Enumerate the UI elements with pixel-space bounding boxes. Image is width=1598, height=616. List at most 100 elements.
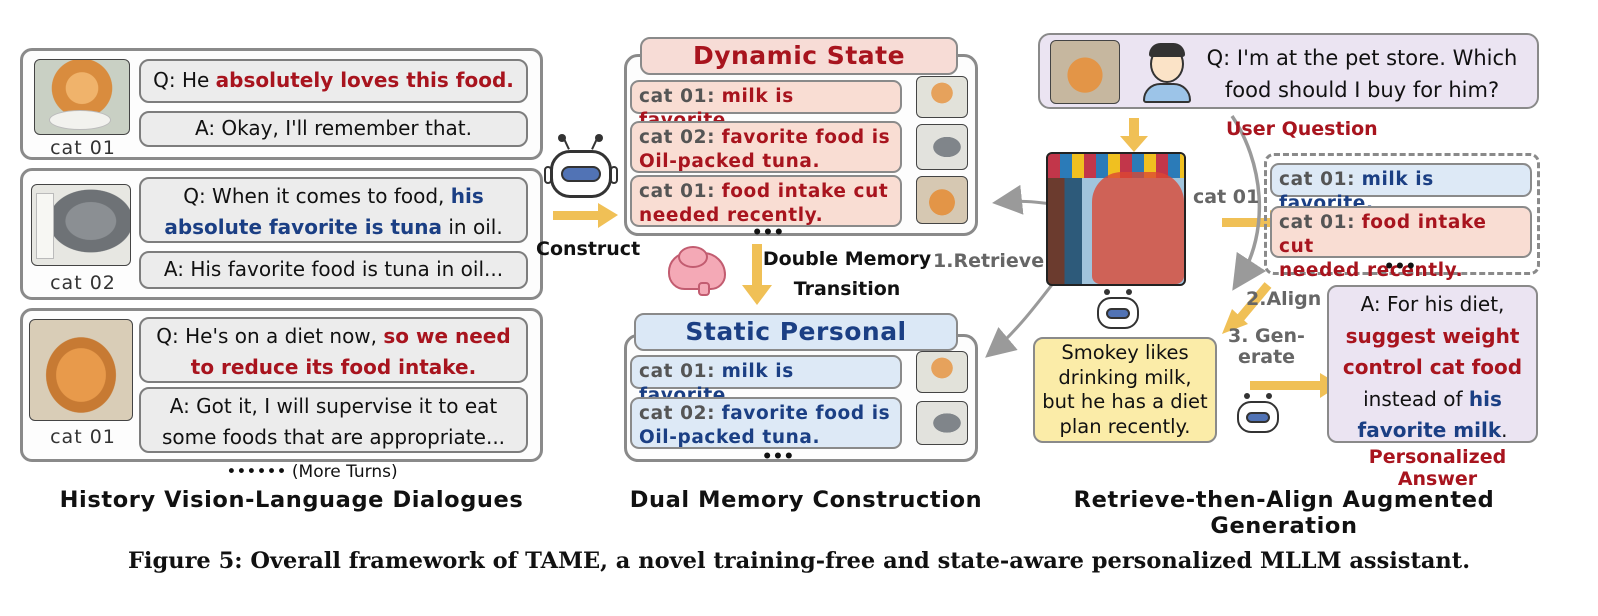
dynamic-memory-item-2: cat 02: favorite food is Oil-packed tuna…	[630, 121, 902, 173]
memory-key: cat 01:	[1279, 169, 1356, 190]
memory-photo-cat02	[916, 124, 968, 170]
grey-cat-photo	[31, 184, 131, 266]
answer-bubble: A: His favorite food is tuna in oil...	[139, 251, 528, 289]
align-label: 2.Align	[1246, 288, 1322, 310]
retrieved-item-1: cat 01: milk is favorite.	[1270, 163, 1532, 214]
answer-line-2: some foods that are appropriate...	[161, 425, 506, 449]
question-highlight-2: absolute favorite is tuna	[164, 215, 443, 239]
answer-highlight-3: his	[1468, 386, 1502, 411]
answer-highlight-4: favorite milk	[1357, 418, 1502, 442]
memory-key: cat 01:	[639, 361, 716, 382]
user-question-line-2: food should I buy for him?	[1224, 78, 1500, 102]
retrieved-memory-box	[1264, 153, 1540, 275]
align-arrow	[1222, 282, 1272, 334]
question-bubble: Q: When it comes to food, his absolute f…	[139, 177, 528, 243]
cat-highlight-overlay	[1092, 172, 1184, 284]
robot-icon-small	[1094, 289, 1142, 333]
food-bowl	[49, 110, 111, 130]
static-memory-title: Static Personal Memory	[634, 313, 958, 380]
brain-icon	[668, 244, 730, 296]
construct-arrow	[553, 203, 618, 228]
orange-cat-photo	[1050, 40, 1120, 104]
answer-highlight-2: control cat food	[1342, 355, 1523, 379]
section-title-left: History Vision-Language Dialogues	[59, 487, 524, 513]
question-bubble: Q: He's on a diet now, so we need to red…	[139, 317, 528, 383]
dynamic-memory-item-3: cat 01: food intake cut needed recently.	[630, 175, 902, 227]
user-question-box: Q: I'm at the pet store. Which food shou…	[1038, 33, 1539, 109]
question-highlight-1: his	[450, 184, 484, 208]
memory-key: cat 01:	[639, 86, 716, 107]
fat-orange-cat-photo	[29, 319, 133, 421]
memory-value-1: favorite food is	[721, 403, 891, 424]
transition-label-1: Double Memory	[762, 248, 932, 270]
section-title-right: Retrieve-then-Align Augmented Generation	[1073, 487, 1495, 539]
orange-cat-photo	[34, 59, 130, 135]
construct-label: Construct	[536, 238, 641, 260]
answer-line-4: instead of	[1363, 386, 1469, 411]
user-question-line-1: Q: I'm at the pet store. Which	[1206, 46, 1518, 70]
aligned-note-line-2: drinking milk,	[1058, 365, 1192, 389]
generate-label-2: erate	[1238, 346, 1296, 368]
answer-text: A: Okay, I'll remember that.	[195, 116, 472, 140]
aligned-note: Smokey likes drinking milk, but he has a…	[1033, 337, 1217, 443]
ellipsis: •••	[751, 223, 785, 243]
figure-caption: Figure 5: Overall framework of TAME, a n…	[127, 548, 1471, 574]
pet-store-photo	[1046, 152, 1186, 286]
memory-value-2: needed recently.	[1279, 260, 1464, 281]
answer-end: .	[1501, 418, 1508, 442]
static-memory-item-1: cat 01: milk is favorite.	[630, 355, 902, 406]
ellipsis: •••	[761, 447, 795, 467]
question-highlight-1: so we need	[383, 324, 511, 348]
paper-towel	[36, 193, 54, 259]
retrieved-item-2: cat 01: food intake cut needed recently.	[1270, 206, 1532, 281]
memory-key: cat 01:	[639, 181, 716, 202]
transition-arrow	[742, 244, 772, 305]
aligned-note-line-1: Smokey likes	[1061, 341, 1189, 364]
cat-label: cat 02	[50, 272, 116, 294]
answer-line-1: A: For his diet,	[1360, 292, 1505, 316]
answer-box: A: For his diet, suggest weight control …	[1327, 285, 1538, 443]
cat-label: cat 01	[50, 426, 116, 448]
question-prefix: Q: He	[153, 68, 216, 92]
memory-value-1: favorite food is	[721, 127, 891, 148]
cat01-label: cat 01	[1193, 186, 1260, 208]
question-highlight: absolutely loves this food.	[215, 68, 514, 92]
answer-highlight-1: suggest weight	[1345, 323, 1520, 348]
dynamic-memory-item-1: cat 01: milk is favorite.	[630, 80, 902, 131]
robot-icon	[544, 134, 618, 202]
memory-value-1: food intake cut	[721, 181, 889, 202]
answer-text: A: His favorite food is tuna in oil...	[163, 257, 504, 281]
memory-key: cat 02:	[639, 127, 716, 148]
aligned-note-line-3: but he has a diet	[1042, 390, 1208, 413]
ellipsis: •••	[1383, 257, 1417, 277]
question-suffix: in oil.	[442, 215, 503, 239]
transition-label-2: Transition	[793, 278, 901, 300]
dialogue-panel-2: cat 02 Q: When it comes to food, his abs…	[20, 168, 543, 300]
question-bubble: Q: He absolutely loves this food.	[139, 59, 528, 103]
answer-bubble: A: Okay, I'll remember that.	[139, 111, 528, 147]
memory-key: cat 01:	[1279, 212, 1356, 233]
dynamic-memory-title: Dynamic State Memory	[640, 37, 958, 104]
question-curve-arrow	[1230, 115, 1267, 291]
question-highlight-2: to reduce its food intake.	[190, 355, 477, 379]
answer-bubble: A: Got it, I will supervise it to eat so…	[139, 387, 528, 453]
memory-value-2: Oil-packed tuna.	[639, 427, 821, 448]
aligned-note-line-4: plan recently.	[1059, 414, 1191, 438]
answer-label: Personalized Answer	[1368, 446, 1507, 490]
dialogue-panel-3: cat 01 Q: He's on a diet now, so we need…	[20, 308, 543, 462]
memory-photo-cat01	[916, 351, 968, 393]
retrieve-label: 1.Retrieve	[933, 250, 1045, 272]
generate-label-1: 3. Gen-	[1228, 325, 1305, 347]
cat-label: cat 01	[50, 137, 116, 159]
memory-key: cat 02:	[639, 403, 716, 424]
robot-icon-small	[1234, 393, 1282, 435]
question-down-arrow	[1120, 118, 1148, 152]
dialogue-panel-1: cat 01 Q: He absolutely loves this food.…	[20, 48, 543, 160]
memory-value-2: needed recently.	[639, 205, 824, 226]
question-prefix: Q: He's on a diet now,	[156, 324, 384, 348]
more-turns: •••••• (More Turns)	[226, 462, 398, 482]
user-avatar-icon	[1140, 41, 1194, 103]
memory-photo-cat02	[916, 401, 968, 445]
memory-value-1: food intake cut	[1279, 212, 1487, 257]
memory-value-2: Oil-packed tuna.	[639, 151, 821, 172]
